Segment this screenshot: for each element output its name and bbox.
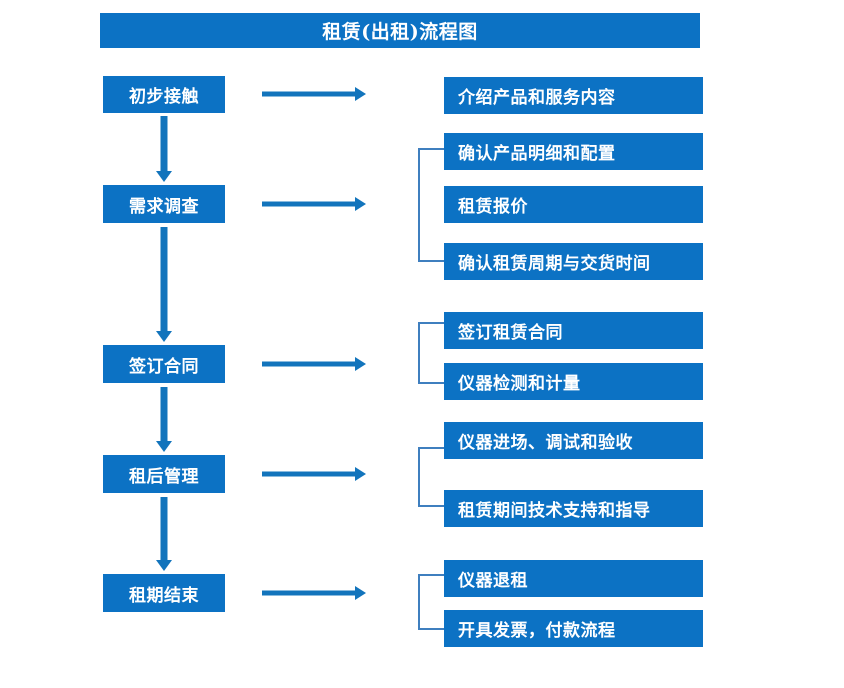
horizontal-arrow-1 <box>262 86 366 102</box>
diagram-title: 租赁(出租)流程图 <box>100 13 700 48</box>
arrow-head <box>156 331 172 342</box>
stage-box-5[interactable]: 租期结束 <box>103 574 225 612</box>
horizontal-arrow-4 <box>262 466 366 482</box>
arrow-head <box>355 586 366 600</box>
vertical-arrow-2 <box>150 227 178 342</box>
stage-box-4[interactable]: 租后管理 <box>103 455 225 493</box>
arrow-head <box>156 441 172 452</box>
stage-box-1[interactable]: 初步接触 <box>103 76 225 113</box>
horizontal-arrow-5 <box>262 585 366 601</box>
arrow-shaft <box>160 116 168 171</box>
bracket-connector-3 <box>418 322 444 384</box>
horizontal-arrow-2 <box>262 196 366 212</box>
task-box-g2-3[interactable]: 确认租赁周期与交货时间 <box>444 243 703 280</box>
arrow-head <box>355 197 366 211</box>
bracket-connector-5 <box>418 574 444 630</box>
task-box-g4-1[interactable]: 仪器进场、调试和验收 <box>444 422 703 459</box>
bracket-connector-4 <box>418 447 444 507</box>
arrow-shaft <box>262 471 357 477</box>
vertical-arrow-3 <box>150 387 178 452</box>
stage-box-2[interactable]: 需求调查 <box>103 185 225 223</box>
task-box-g2-1[interactable]: 确认产品明细和配置 <box>444 133 703 170</box>
arrow-shaft <box>160 387 168 441</box>
stage-box-3[interactable]: 签订合同 <box>103 345 225 383</box>
arrow-head <box>355 467 366 481</box>
task-box-g2-2[interactable]: 租赁报价 <box>444 186 703 223</box>
arrow-head <box>156 560 172 571</box>
vertical-arrow-1 <box>150 116 178 182</box>
arrow-head <box>156 171 172 182</box>
vertical-arrow-4 <box>150 497 178 571</box>
arrow-shaft <box>160 497 168 560</box>
arrow-shaft <box>262 91 357 97</box>
task-box-g3-1[interactable]: 签订租赁合同 <box>444 312 703 349</box>
arrow-shaft <box>262 590 357 596</box>
task-box-g1-1[interactable]: 介绍产品和服务内容 <box>444 77 703 114</box>
task-box-g3-2[interactable]: 仪器检测和计量 <box>444 363 703 400</box>
arrow-shaft <box>262 361 357 367</box>
arrow-shaft <box>262 201 357 207</box>
task-box-g4-2[interactable]: 租赁期间技术支持和指导 <box>444 490 703 527</box>
arrow-shaft <box>160 227 168 331</box>
bracket-connector-2 <box>418 148 444 262</box>
horizontal-arrow-3 <box>262 356 366 372</box>
arrow-head <box>355 87 366 101</box>
task-box-g5-1[interactable]: 仪器退租 <box>444 560 703 597</box>
arrow-head <box>355 357 366 371</box>
task-box-g5-2[interactable]: 开具发票，付款流程 <box>444 610 703 647</box>
